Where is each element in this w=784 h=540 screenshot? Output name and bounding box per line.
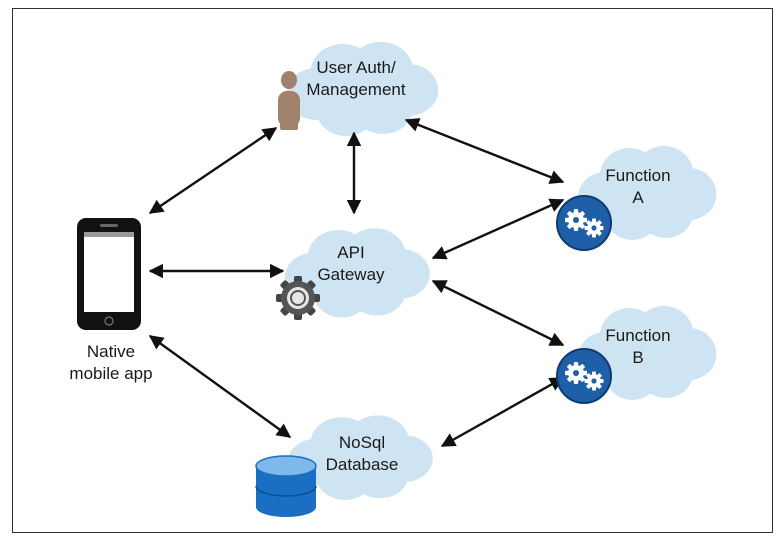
- node-mobile: Native mobile app: [69, 342, 152, 383]
- edge-gateway-functiona: [431, 198, 565, 260]
- function-a-label-line1: Function: [605, 166, 670, 185]
- edge-gateway-functionb: [431, 279, 565, 347]
- database-icon: [255, 455, 317, 517]
- person-icon: [278, 71, 300, 130]
- user-auth-label-line2: Management: [306, 80, 406, 99]
- edge-mobile-nosql: [148, 335, 292, 438]
- node-function-b: Function B: [605, 326, 670, 367]
- user-auth-label-line1: User Auth/: [316, 58, 396, 77]
- edge-nosql-functionb: [440, 376, 565, 448]
- node-function-a: Function A: [605, 166, 670, 207]
- node-api-gateway: API Gateway: [317, 243, 385, 284]
- mobile-label-line1: Native: [87, 342, 135, 361]
- function-b-label-line2: B: [632, 348, 643, 367]
- connection-arrows: [148, 118, 565, 448]
- node-user-auth: User Auth/ Management: [306, 58, 406, 99]
- mobile-label-line2: mobile app: [69, 364, 152, 383]
- api-gateway-label-line2: Gateway: [317, 265, 385, 284]
- function-b-label-line1: Function: [605, 326, 670, 345]
- api-gateway-label-line1: API: [337, 243, 364, 262]
- gear-icon: [276, 276, 320, 320]
- node-nosql: NoSql Database: [326, 433, 399, 474]
- gears-badge-icon: [556, 195, 612, 251]
- diagram-frame: [12, 8, 773, 533]
- edge-userauth-functiona: [404, 118, 565, 184]
- gears-badge-icon: [556, 348, 612, 404]
- smartphone-icon: [77, 218, 141, 330]
- function-a-label-line2: A: [632, 188, 644, 207]
- edge-mobile-userauth: [148, 127, 278, 214]
- nosql-label-line1: NoSql: [339, 433, 385, 452]
- nosql-label-line2: Database: [326, 455, 399, 474]
